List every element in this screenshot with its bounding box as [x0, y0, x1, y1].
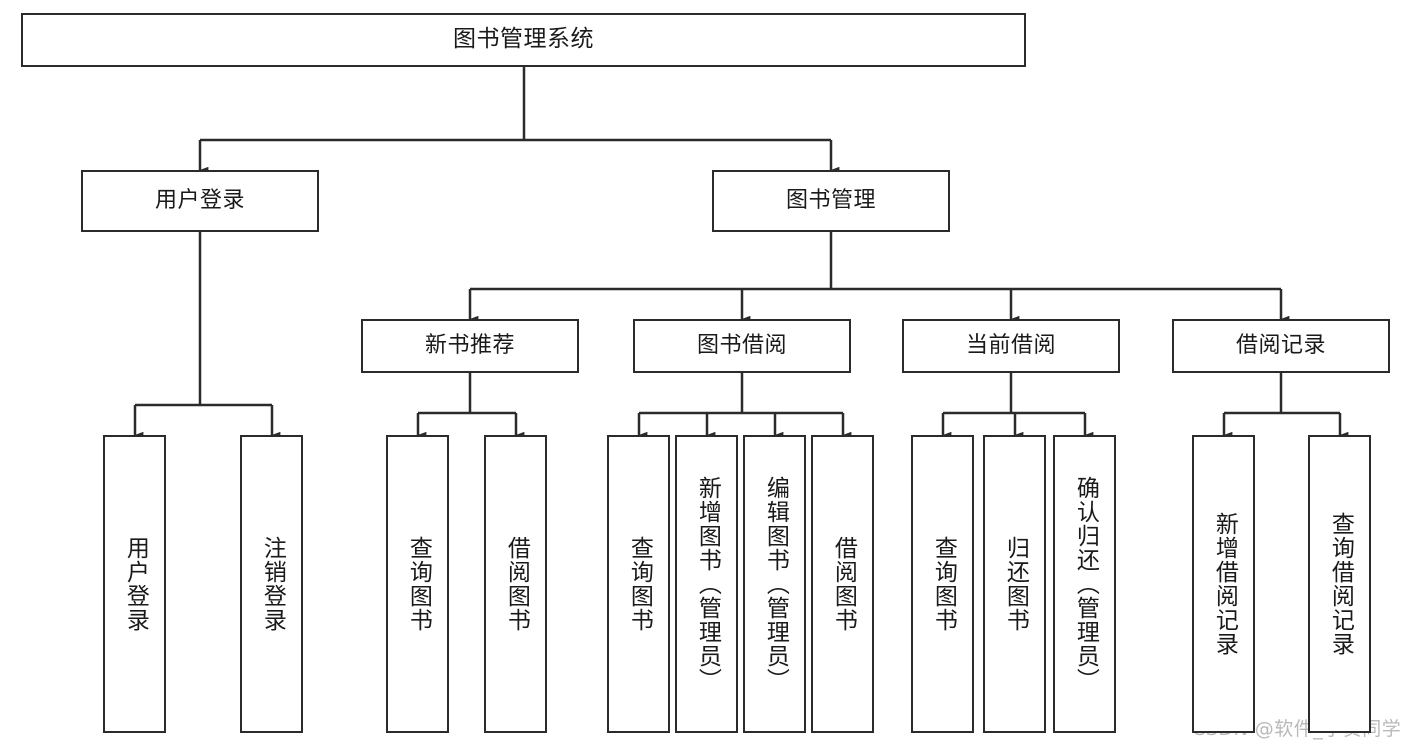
node-label: 查询借阅记录	[1327, 512, 1354, 656]
node-leaf-query-record[interactable]: 查询借阅记录	[1308, 435, 1371, 733]
node-label: 查询图书	[626, 536, 653, 632]
node-leaf-borrow-book-2[interactable]: 借阅图书	[811, 435, 874, 733]
node-leaf-query-book-2[interactable]: 查询图书	[607, 435, 670, 733]
node-book-manage[interactable]: 图书管理	[712, 170, 950, 232]
node-label: 图书管理	[785, 187, 876, 213]
node-label: 新增图书（管理员）	[694, 476, 721, 692]
node-new-book-rec[interactable]: 新书推荐	[361, 319, 579, 373]
node-borrow-record[interactable]: 借阅记录	[1172, 319, 1390, 373]
node-root[interactable]: 图书管理系统	[21, 13, 1026, 67]
node-leaf-return-book[interactable]: 归还图书	[983, 435, 1046, 733]
node-label: 用户登录	[122, 536, 149, 632]
node-label: 图书借阅	[696, 332, 787, 358]
node-label: 借阅图书	[503, 536, 530, 632]
node-label: 注销登录	[259, 536, 286, 632]
node-label: 归还图书	[1002, 536, 1029, 632]
node-book-borrow[interactable]: 图书借阅	[633, 319, 851, 373]
node-label: 图书管理系统	[453, 26, 594, 53]
node-label: 借阅图书	[830, 536, 857, 632]
connector-lines	[133, 67, 1349, 439]
node-leaf-confirm-return[interactable]: 确认归还（管理员）	[1053, 435, 1116, 733]
node-label: 当前借阅	[965, 332, 1056, 358]
node-label: 新增借阅记录	[1211, 512, 1238, 656]
node-leaf-borrow-book-1[interactable]: 借阅图书	[484, 435, 547, 733]
node-leaf-edit-book[interactable]: 编辑图书（管理员）	[743, 435, 806, 733]
node-leaf-add-record[interactable]: 新增借阅记录	[1192, 435, 1255, 733]
node-label: 用户登录	[154, 187, 245, 213]
node-label: 查询图书	[930, 536, 957, 632]
node-leaf-query-book-3[interactable]: 查询图书	[911, 435, 974, 733]
node-leaf-add-book[interactable]: 新增图书（管理员）	[675, 435, 738, 733]
node-label: 新书推荐	[424, 332, 515, 358]
node-label: 编辑图书（管理员）	[762, 476, 789, 692]
node-leaf-user-login[interactable]: 用户登录	[103, 435, 166, 733]
node-leaf-query-book-1[interactable]: 查询图书	[386, 435, 449, 733]
node-user-login[interactable]: 用户登录	[81, 170, 319, 232]
node-label: 查询图书	[405, 536, 432, 632]
node-label: 借阅记录	[1235, 332, 1326, 358]
node-leaf-user-logout[interactable]: 注销登录	[240, 435, 303, 733]
node-label: 确认归还（管理员）	[1072, 476, 1099, 692]
node-current-borrow[interactable]: 当前借阅	[902, 319, 1120, 373]
